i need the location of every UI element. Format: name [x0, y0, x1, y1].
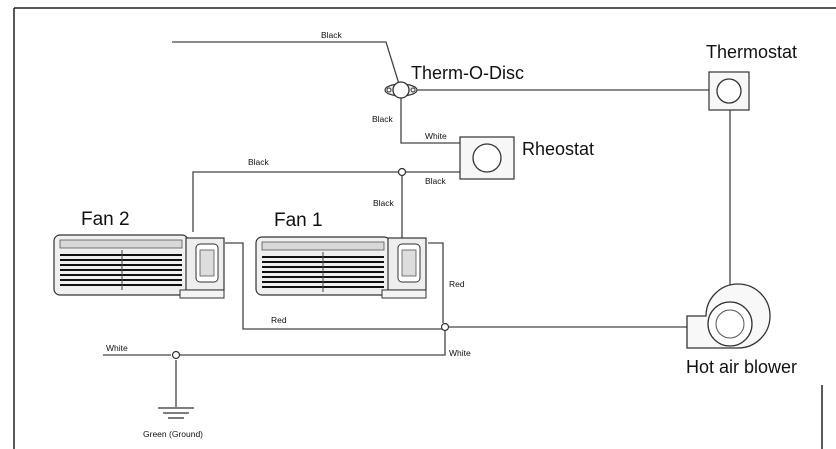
wire-black-top	[172, 41, 400, 85]
wire-label-ground: Green (Ground)	[143, 429, 203, 439]
wire-label-white-right: White	[449, 348, 471, 358]
junction-red	[440, 322, 450, 332]
wires	[103, 41, 731, 407]
wire-disc-to-rheostat	[400, 97, 460, 144]
wire-red-fan2	[225, 242, 443, 330]
diagram-frame	[13, 7, 836, 449]
wire-label-black-disc: Black	[372, 114, 394, 124]
fan-1-label: Fan 1	[274, 210, 323, 231]
wire-label-red-right: Red	[449, 279, 465, 289]
fan-1-icon	[255, 236, 427, 299]
junctions	[171, 167, 450, 360]
junction-white	[171, 350, 181, 360]
rheostat-icon	[459, 136, 515, 180]
wire-black-fan2	[192, 171, 400, 232]
wire-label-black-fan1: Black	[373, 198, 395, 208]
thermostat-label: Thermostat	[706, 42, 797, 62]
hot-air-blower-label: Hot air blower	[686, 357, 797, 377]
therm-o-disc-icon	[384, 81, 418, 99]
ground-symbol-icon	[158, 407, 194, 419]
hot-air-blower-icon	[686, 283, 771, 349]
wire-label-black-rheostat: Black	[425, 176, 447, 186]
fan-2-label: Fan 2	[81, 209, 130, 230]
junction-rheostat	[397, 167, 407, 177]
wire-label-red-bottom: Red	[271, 315, 287, 325]
thermostat-icon	[708, 71, 750, 111]
therm-o-disc-label: Therm-O-Disc	[411, 63, 524, 83]
wire-white-right	[180, 331, 446, 356]
wire-red-fan1	[428, 242, 444, 323]
wire-label-black-fan2: Black	[248, 157, 270, 167]
fan-2-icon	[53, 234, 225, 299]
wire-label-white-left: White	[106, 343, 128, 353]
wire-label-white-rheostat: White	[425, 131, 447, 141]
wire-label-black-top: Black	[321, 30, 343, 40]
rheostat-label: Rheostat	[522, 139, 594, 159]
